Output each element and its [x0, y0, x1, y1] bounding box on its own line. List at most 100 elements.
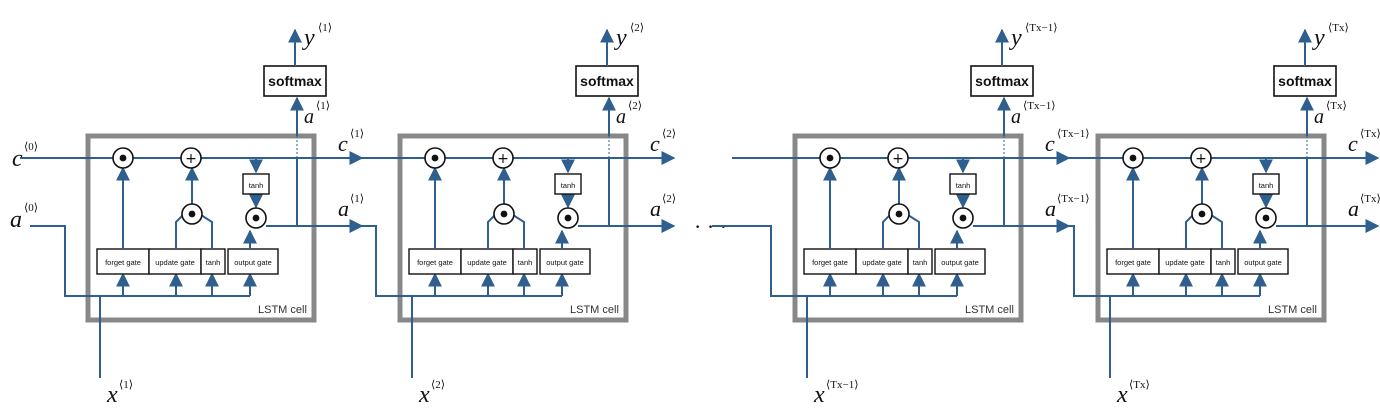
- add-symbol: +: [185, 151, 197, 167]
- a-to-softmax-label-sup: ⟨Tx⟩: [1326, 100, 1347, 112]
- lstm-cell-border: [792, 133, 1024, 323]
- add-op: [1190, 147, 1212, 169]
- output-a-label: a⟨Tx−1⟩: [1045, 193, 1090, 221]
- update-gate-label: update gate: [1165, 258, 1205, 267]
- tanh-gate-label: tanh: [206, 258, 221, 267]
- output-gate-label: output gate: [941, 258, 979, 267]
- wire: [882, 214, 891, 249]
- lstm-cell-label: LSTM cell: [570, 304, 619, 316]
- forget-multiply-op-dot: [119, 154, 127, 162]
- softmax-box: [263, 65, 327, 97]
- input-x-label: x⟨1⟩: [106, 379, 133, 408]
- output-gate-box: [1237, 248, 1289, 275]
- output-y-label: y⟨2⟩: [614, 22, 644, 51]
- softmax-label: softmax: [580, 73, 634, 89]
- a-to-softmax-label: a⟨1⟩: [304, 100, 330, 128]
- tanh-gate-label: tanh: [518, 258, 533, 267]
- tanh-box: [554, 173, 582, 195]
- output-y-label-sup: ⟨2⟩: [630, 22, 644, 34]
- input-x-label-base: x: [106, 382, 118, 408]
- a-to-softmax-label-base: a: [1011, 106, 1021, 128]
- update-multiply-op-dot: [1198, 210, 1206, 218]
- tanh-label: tanh: [1259, 181, 1274, 190]
- output-gate-box: [227, 248, 279, 275]
- wire: [30, 225, 250, 297]
- a-to-softmax-label: a⟨Tx−1⟩: [1011, 100, 1056, 128]
- lstm-cell-border: [1095, 133, 1327, 323]
- lstm-cell-border: [85, 133, 317, 323]
- forget-gate-box: [803, 248, 857, 275]
- cells-layer: LSTM cell forget gate update gate tanh outpu…: [20, 22, 1380, 408]
- output-a-label: a⟨1⟩: [338, 193, 364, 221]
- a-to-softmax-label-base: a: [304, 106, 314, 128]
- output-a-label: a⟨2⟩: [650, 193, 676, 221]
- forget-gate-label: forget gate: [105, 258, 141, 267]
- add-symbol: +: [1195, 151, 1207, 167]
- output-a-label-base: a: [1045, 196, 1056, 221]
- output-multiply-op-dot: [959, 214, 967, 222]
- add-symbol: +: [497, 151, 509, 167]
- a-to-softmax-label-sup: ⟨1⟩: [316, 100, 330, 112]
- output-a-label-base: a: [650, 196, 661, 221]
- add-symbol: +: [892, 151, 904, 167]
- tanh-gate-label: tanh: [913, 258, 928, 267]
- a-to-softmax-label-sup: ⟨Tx−1⟩: [1023, 100, 1056, 112]
- output-a-label-sup: ⟨Tx⟩: [1360, 193, 1380, 205]
- forget-gate-box: [1106, 248, 1160, 275]
- tanh-gate-box: [1210, 248, 1236, 275]
- output-gate-box: [539, 248, 591, 275]
- tanh-label: tanh: [249, 181, 264, 190]
- input-x-label-sup: ⟨Tx−1⟩: [826, 379, 859, 391]
- forget-multiply-op-dot: [1129, 154, 1137, 162]
- input-x-label-base: x: [418, 382, 430, 408]
- output-c-label: c⟨1⟩: [338, 128, 364, 156]
- output-c-label-sup: ⟨Tx−1⟩: [1057, 128, 1090, 140]
- update-gate-label: update gate: [155, 258, 195, 267]
- update-gate-box: [148, 248, 202, 275]
- update-gate-label: update gate: [467, 258, 507, 267]
- a-to-softmax-label: a⟨2⟩: [616, 100, 642, 128]
- forget-multiply-op-dot: [826, 154, 834, 162]
- output-c-label: c⟨Tx−1⟩: [1045, 128, 1090, 156]
- tanh-label: tanh: [561, 181, 576, 190]
- output-c-label-base: c: [650, 131, 660, 156]
- output-c-label: c⟨Tx⟩: [1348, 128, 1380, 156]
- input-x-label-base: x: [813, 382, 825, 408]
- softmax-box: [970, 65, 1034, 97]
- output-gate-label: output gate: [1244, 258, 1282, 267]
- wire: [175, 214, 184, 249]
- forget-gate-box: [408, 248, 462, 275]
- output-gate-box: [934, 248, 986, 275]
- output-y-label: y⟨1⟩: [302, 22, 332, 51]
- input-x-label-sup: ⟨Tx⟩: [1129, 379, 1150, 391]
- wire: [512, 214, 525, 249]
- input-x-label-sup: ⟨1⟩: [119, 379, 133, 391]
- wire: [487, 214, 496, 249]
- tanh-box: [949, 173, 977, 195]
- add-op: [887, 147, 909, 169]
- update-multiply-op-dot: [500, 210, 508, 218]
- output-a-label-base: a: [1348, 196, 1359, 221]
- tanh-label: tanh: [956, 181, 971, 190]
- wire: [1020, 225, 1260, 297]
- output-a-label-sup: ⟨1⟩: [350, 193, 364, 205]
- input-x-label: x⟨2⟩: [418, 379, 445, 408]
- output-y-label: y⟨Tx⟩: [1312, 22, 1349, 51]
- input-x-label-sup: ⟨2⟩: [431, 379, 445, 391]
- forget-multiply-op-dot: [431, 154, 439, 162]
- softmax-label: softmax: [975, 73, 1029, 89]
- output-y-label-base: y: [302, 25, 315, 51]
- output-gate-label: output gate: [546, 258, 584, 267]
- output-y-label-sup: ⟨Tx⟩: [1328, 22, 1349, 34]
- a-to-softmax-label-base: a: [616, 106, 626, 128]
- add-op: [492, 147, 514, 169]
- output-multiply-op-dot: [1262, 214, 1270, 222]
- lstm-cell-border: [397, 133, 629, 323]
- svg-text:c: c: [12, 146, 23, 172]
- wire: [1210, 214, 1223, 249]
- wire: [318, 225, 562, 297]
- input-x-label: x⟨Tx⟩: [1116, 379, 1150, 408]
